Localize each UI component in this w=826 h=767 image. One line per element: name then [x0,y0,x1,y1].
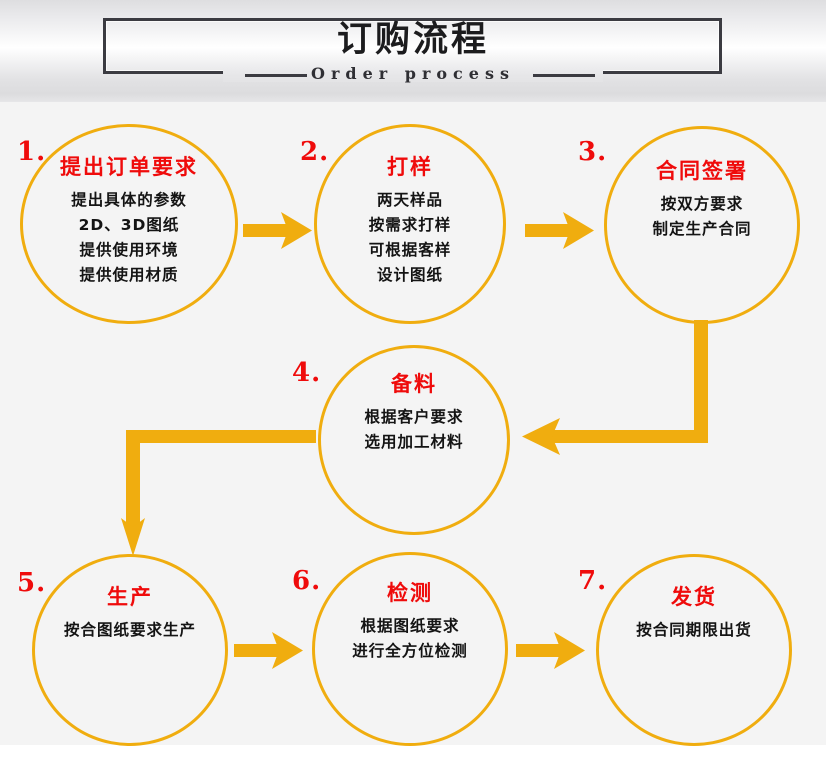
step-number-7: 7. [578,566,608,596]
step-lines-3: 按双方要求制定生产合同 [652,192,751,242]
step-number-3: 3. [578,137,608,167]
step-number-1: 1. [17,137,47,167]
header-rule-right [533,74,595,77]
step-title-7: 发货 [671,585,717,609]
step-node-2[interactable]: 打样 两天样品按需求打样可根据客样设计图纸 [314,124,506,324]
step-number-5: 5. [17,568,47,598]
step-number-6: 6. [292,566,322,596]
step-number-2: 2. [300,137,330,167]
step-line: 制定生产合同 [652,220,752,238]
step-number-4: 4. [292,358,322,388]
step-line: 按需求打样 [368,216,452,234]
step-lines-2: 两天样品按需求打样可根据客样设计图纸 [369,188,452,288]
step-title-2: 打样 [387,155,433,179]
header-banner: 订购流程 Order process [0,0,826,102]
step-node-4[interactable]: 备料 根据客户要求选用加工材料 [318,345,510,535]
step-lines-6: 根据图纸要求进行全方位检测 [352,614,468,664]
step-lines-1: 提出具体的参数 2D、3D图纸提供使用环境提供使用材质 [71,188,187,288]
footer-strip [0,745,826,767]
step-line: 按双方要求 [660,195,744,213]
step-node-5[interactable]: 生产 按合图纸要求生产 [32,554,228,746]
step-line: 设计图纸 [376,266,443,284]
step-line: 进行全方位检测 [352,642,468,660]
step-line: 按合同期限出货 [636,621,752,639]
step-title-6: 检测 [387,581,433,605]
step-lines-4: 根据客户要求选用加工材料 [364,405,463,455]
step-title-3: 合同签署 [656,159,748,183]
page-subtitle: Order process [311,64,515,83]
step-title-5: 生产 [107,585,153,609]
step-title-4: 备料 [391,372,437,396]
step-node-3[interactable]: 合同签署 按双方要求制定生产合同 [604,126,800,324]
page-title: 订购流程 [336,20,489,60]
step-line: 按合图纸要求生产 [63,621,196,639]
step-line: 根据客户要求 [364,408,464,426]
step-node-6[interactable]: 检测 根据图纸要求进行全方位检测 [312,552,508,746]
step-line: 两天样品 [376,191,443,209]
step-node-7[interactable]: 发货 按合同期限出货 [596,554,792,746]
step-node-1[interactable]: 提出订单要求 提出具体的参数 2D、3D图纸提供使用环境提供使用材质 [20,124,238,324]
header-frame-bottom-gap [223,68,603,82]
step-line: 根据图纸要求 [360,617,460,635]
step-line: 提出具体的参数 [71,191,187,209]
step-line: 提供使用材质 [79,266,179,284]
step-line: 2D、3D图纸 [78,216,180,234]
header-rule-left [245,74,307,77]
step-line: 提供使用环境 [79,241,179,259]
step-title-1: 提出订单要求 [60,155,198,179]
step-line: 选用加工材料 [364,433,464,451]
step-lines-7: 按合同期限出货 [636,618,752,643]
step-lines-5: 按合图纸要求生产 [64,618,196,643]
step-line: 可根据客样 [368,241,452,259]
